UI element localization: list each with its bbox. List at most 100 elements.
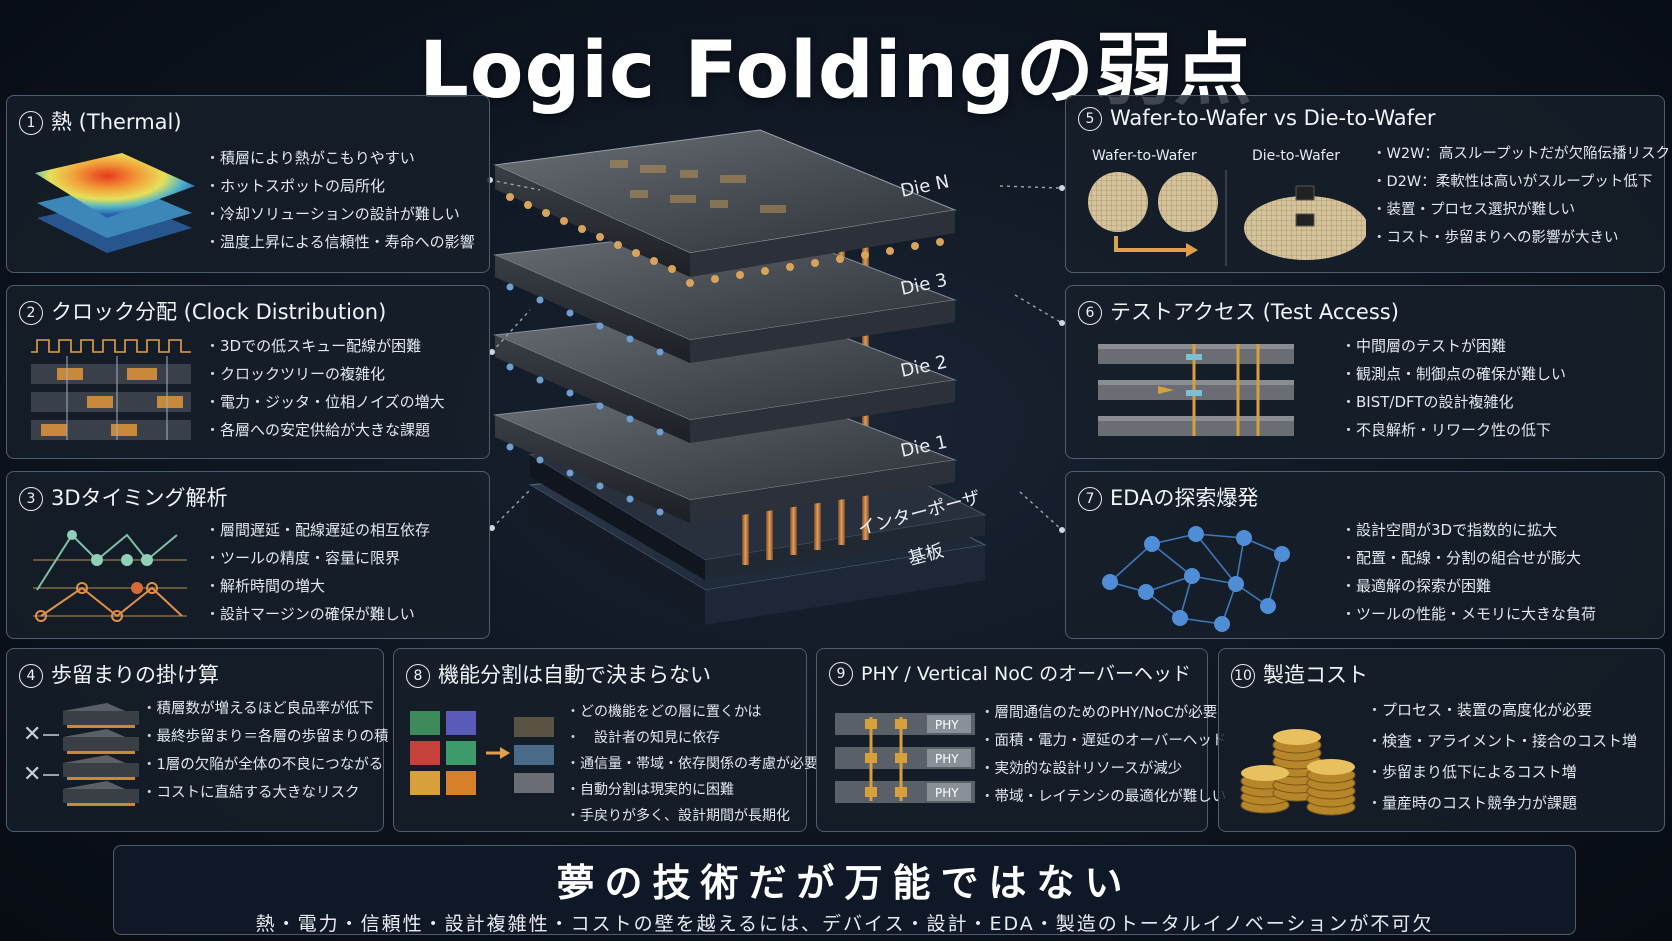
bullet: 最終歩留まり＝各層の歩留まりの積 (142, 723, 389, 751)
panel-test-access-bullets: 中間層のテストが困難 観測点・制御点の確保が難しい BIST/DFTの設計複雑化… (1341, 332, 1566, 444)
bullet: 設計空間が3Dで指数的に拡大 (1341, 516, 1596, 544)
wafer-comparison-icon (1088, 170, 1366, 266)
bullet: 装置・プロセス選択が難しい (1372, 196, 1670, 224)
bullet: 電力・ジッタ・位相ノイズの増大 (205, 388, 445, 416)
bullet: 各層への安定供給が大きな課題 (205, 416, 445, 444)
panel-cost-bullets: プロセス・装置の高度化が必要 検査・アライメント・接合のコスト増 歩留まり低下に… (1367, 695, 1637, 819)
bullet: クロックツリーの複雑化 (205, 360, 445, 388)
stacked-die-yield-icon: ✕✕ (23, 703, 139, 806)
panel-number: 4 (19, 664, 43, 688)
svg-text:✕: ✕ (23, 722, 41, 747)
panel-clock-bullets: 3Dでの低スキュー配線が困難 クロックツリーの複雑化 電力・ジッタ・位相ノイズの… (205, 332, 445, 444)
bullet: ツールの性能・メモリに大きな負荷 (1341, 600, 1596, 628)
function-blocks-icon (410, 711, 554, 795)
bullet: 中間層のテストが困難 (1341, 332, 1566, 360)
phy-label: PHY (935, 786, 959, 800)
bullet: D2W：柔軟性は高いがスループット低下 (1372, 168, 1670, 196)
bullet: 配置・配線・分割の組合せが膨大 (1341, 544, 1596, 572)
bullet: コスト・歩留まりへの影響が大きい (1372, 224, 1670, 252)
phy-label: PHY (935, 718, 959, 732)
svg-text:✕: ✕ (23, 762, 41, 787)
panel-number: 2 (19, 301, 43, 325)
conclusion-headline: 夢の技術だが万能ではない (556, 861, 1133, 905)
phy-noc-icon: PHY PHY PHY (835, 713, 975, 803)
phy-label: PHY (935, 752, 959, 766)
panel-eda-explosion-bullets: 設計空間が3Dで指数的に拡大 配置・配線・分割の組合せが膨大 最適解の探索が困難… (1341, 516, 1596, 628)
bullet: 層間遅延・配線遅延の相互依存 (205, 516, 430, 544)
bullet: 自動分割は現実的に困難 (566, 777, 818, 803)
bullet: 層間通信のためのPHY/NoCが必要 (980, 699, 1226, 727)
panel-thermal: 1熱 (Thermal) 積層により熱がこもりやすい ホットスポットの局所化 冷… (6, 95, 490, 273)
panel-wafer-bonding-bullets: W2W：高スループットだが欠陥伝播リスク D2W：柔軟性は高いがスループット低下… (1372, 140, 1671, 252)
w2w-label: Wafer-to-Wafer (1092, 148, 1197, 164)
bullet: 冷却ソリューションの設計が難しい (205, 200, 475, 228)
bullet: 1層の欠陥が全体の不良につながる (142, 751, 389, 779)
bullet: BIST/DFTの設計複雑化 (1341, 388, 1566, 416)
network-graph-icon (1102, 526, 1290, 632)
bullet: 帯域・レイテンシの最適化が難しい (980, 783, 1227, 811)
panel-phy-noc-bullets: 層間通信のためのPHY/NoCが必要 面積・電力・遅延のオーバーヘッド 実効的な… (980, 699, 1227, 811)
bullet: プロセス・装置の高度化が必要 (1367, 695, 1637, 726)
bullet: 歩留まり低下によるコスト増 (1367, 757, 1637, 788)
bullet: 3Dでの低スキュー配線が困難 (205, 332, 445, 360)
panel-number: 3 (19, 487, 43, 511)
panel-partitioning-bullets: どの機能をどの層に置くかは 設計者の知見に依存 通信量・帯域・依存関係の考慮が必… (566, 699, 818, 829)
panel-number: 1 (19, 111, 43, 135)
panel-yield-bullets: 積層数が増えるほど良品率が低下 最終歩留まり＝各層の歩留まりの積 1層の欠陥が全… (142, 695, 389, 807)
test-access-layers-icon (1098, 344, 1294, 436)
bullet: どの機能をどの層に置くかは (566, 699, 818, 725)
bullet: 手戻りが多く、設計期間が長期化 (566, 803, 818, 829)
bullet: 積層により熱がこもりやすい (205, 144, 475, 172)
bullet: ツールの精度・容量に限界 (205, 544, 430, 572)
conclusion-banner: 夢の技術だが万能ではない 熱・電力・信頼性・設計複雑性・コストの壁を越えるには、… (113, 845, 1576, 935)
bullet: 実効的な設計リソースが減少 (980, 755, 1226, 783)
conclusion-subline: 熱・電力・信頼性・設計複雑性・コストの壁を越えるには、デバイス・設計・EDA・製… (255, 913, 1434, 935)
panel-number: 8 (406, 664, 430, 688)
panel-number: 9 (829, 662, 853, 686)
bullet: W2W：高スループットだが欠陥伝播リスク (1372, 140, 1671, 168)
bullet: 積層数が増えるほど良品率が低下 (142, 695, 389, 723)
d2w-label: Die-to-Wafer (1252, 148, 1340, 164)
bullet: 最適解の探索が困難 (1341, 572, 1596, 600)
bullet: 通信量・帯域・依存関係の考慮が必要 (566, 751, 818, 777)
thermal-heatmap-icon (35, 153, 195, 253)
bullet: 量産時のコスト競争力が課題 (1367, 788, 1637, 819)
panel-number: 5 (1078, 107, 1102, 131)
bullet: 温度上昇による信頼性・寿命への影響 (205, 228, 475, 256)
panel-thermal-bullets: 積層により熱がこもりやすい ホットスポットの局所化 冷却ソリューションの設計が難… (205, 144, 475, 256)
bullet: 検査・アライメント・接合のコスト増 (1367, 726, 1637, 757)
clock-waveform-icon (31, 339, 191, 440)
bullet: 解析時間の増大 (205, 572, 430, 600)
coin-stack-icon (1240, 729, 1356, 816)
bullet: 面積・電力・遅延のオーバーヘッド (980, 727, 1227, 755)
panel-timing-bullets: 層間遅延・配線遅延の相互依存 ツールの精度・容量に限界 解析時間の増大 設計マー… (205, 516, 430, 628)
panel-number: 10 (1231, 664, 1255, 688)
bullet: 観測点・制御点の確保が難しい (1341, 360, 1566, 388)
panel-number: 7 (1078, 487, 1102, 511)
bullet-continuation: 設計者の知見に依存 (566, 725, 818, 751)
bullet: 不良解析・リワーク性の低下 (1341, 416, 1566, 444)
bullet: コストに直結する大きなリスク (142, 779, 389, 807)
die-stack-illustration: Die N Die 3 Die 2 Die 1 インターポーザ 基板 (493, 129, 987, 625)
panel-number: 6 (1078, 301, 1102, 325)
bullet: 設計マージンの確保が難しい (205, 600, 430, 628)
